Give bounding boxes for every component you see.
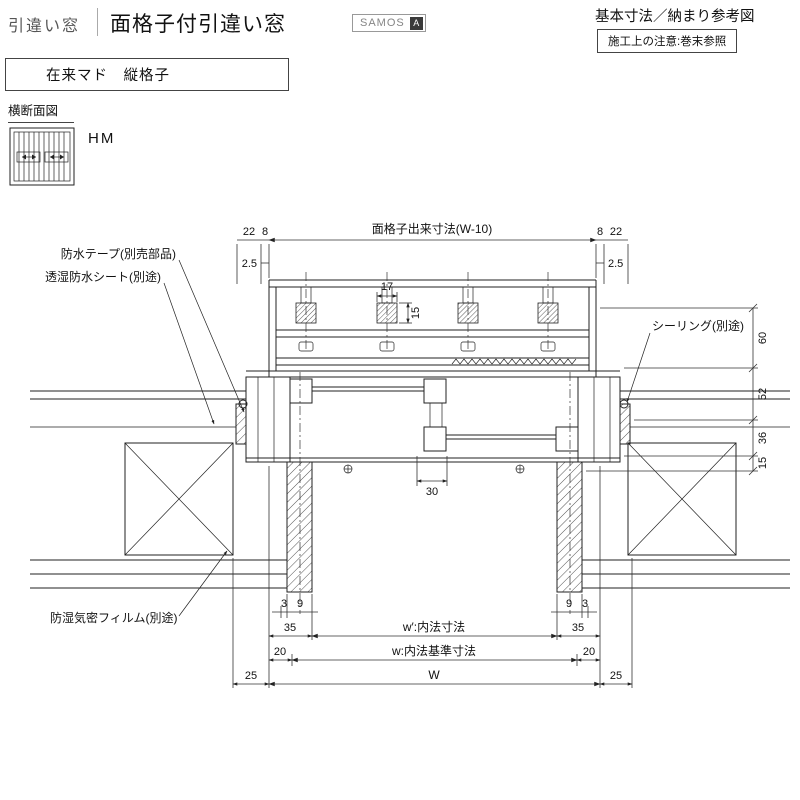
section-view-code: HM (88, 130, 116, 147)
sealing-label: シーリング(別途) (652, 318, 744, 333)
dim-30: 30 (426, 486, 438, 498)
dim-52: 52 (757, 388, 769, 400)
construction-note: 施工上の注意:巻末参照 (597, 29, 738, 53)
inner-sash-meeting-stile (423, 426, 447, 452)
wall-section-left (30, 390, 287, 589)
centerlines (299, 272, 571, 614)
meeting-dimension: 30 (416, 456, 448, 498)
reference-title: 基本寸法／納まり参考図 (595, 9, 755, 25)
window-category-label: 引違い窓 (8, 18, 81, 35)
frame-jamb-left (245, 376, 291, 463)
outer-sash-meeting-stile (423, 378, 447, 404)
overall-width-label: W (428, 668, 440, 682)
dim-20-right: 20 (583, 646, 595, 658)
breathable-sheet-label: 透湿防水シート(別途) (45, 269, 161, 284)
brand-badge: SAMOS A (352, 14, 426, 32)
inner-dimension-label: w′:内法寸法 (402, 620, 465, 634)
interior-post-left (286, 461, 313, 593)
dim-2_5-left: 2.5 (242, 258, 257, 270)
annotation-labels: 防水テープ(別売部品) 透湿防水シート(別途) シーリング(別途) 防湿気密フィ… (45, 246, 744, 625)
section-view-label: 横断面図 (8, 100, 75, 123)
dim-35-right: 35 (572, 622, 584, 634)
bottom-dimensions: 3 9 9 3 35 w′:内法寸法 35 20 w:内法基準寸法 20 25 … (232, 466, 633, 688)
outer-sash-stile (289, 378, 313, 404)
brand-grade-badge: A (409, 16, 423, 30)
dim-15-right: 15 (757, 457, 769, 469)
waterproof-tape-label: 防水テープ(別売部品) (61, 246, 176, 261)
dim-15-bar: 15 (410, 307, 422, 319)
wall-section-right (582, 390, 790, 589)
dim-36: 36 (757, 432, 769, 444)
dim-20-left: 20 (274, 646, 286, 658)
grille-width-label: 面格子出来寸法(W-10) (372, 221, 492, 236)
window-frame-section (238, 370, 629, 474)
inner-sash-stile (555, 426, 579, 452)
interior-post-right (556, 461, 583, 593)
sealing-bead-right (619, 399, 629, 409)
dim-9-left: 9 (297, 598, 303, 610)
dim-2_5-right: 2.5 (608, 258, 623, 270)
header-divider (97, 8, 98, 36)
dim-17: 17 (381, 281, 393, 293)
furring-strip-right (619, 403, 631, 445)
meeting-interlock (429, 402, 443, 428)
frame-jamb-right (577, 376, 621, 463)
dim-35-left: 35 (284, 622, 296, 634)
face-grille-section (268, 279, 597, 377)
furring-strip-left (235, 403, 247, 445)
dim-22-right: 22 (610, 226, 622, 238)
brand-name: SAMOS (360, 17, 405, 29)
dim-25-left: 25 (245, 670, 257, 682)
wall-stud-left (124, 442, 234, 556)
dim-9-right: 9 (566, 598, 572, 610)
right-dimension-chain: 60 52 36 15 (586, 303, 769, 476)
dim-8-left: 8 (262, 226, 268, 238)
dim-22-left: 22 (243, 226, 255, 238)
dim-25-right: 25 (610, 670, 622, 682)
insect-screen-mesh (451, 358, 577, 365)
dim-3-right: 3 (582, 598, 588, 610)
dim-8-right: 8 (597, 226, 603, 238)
window-spec-box: 在来マド 縦格子 (5, 58, 289, 91)
standard-dimension-label: w:内法基準寸法 (391, 643, 476, 658)
window-elevation-icon (8, 126, 78, 193)
cross-section-drawing: 22 8 面格子出来寸法(W-10) 8 22 2.5 2.5 17 15 30 (30, 221, 790, 688)
page-title: 面格子付引違い窓 (110, 13, 286, 36)
dim-60: 60 (757, 332, 769, 344)
top-dimensions: 22 8 面格子出来寸法(W-10) 8 22 2.5 2.5 17 15 (236, 221, 629, 324)
moisture-film-label: 防湿気密フィルム(別途) (50, 610, 178, 625)
dim-3-left: 3 (281, 598, 287, 610)
wall-stud-right (627, 442, 737, 556)
